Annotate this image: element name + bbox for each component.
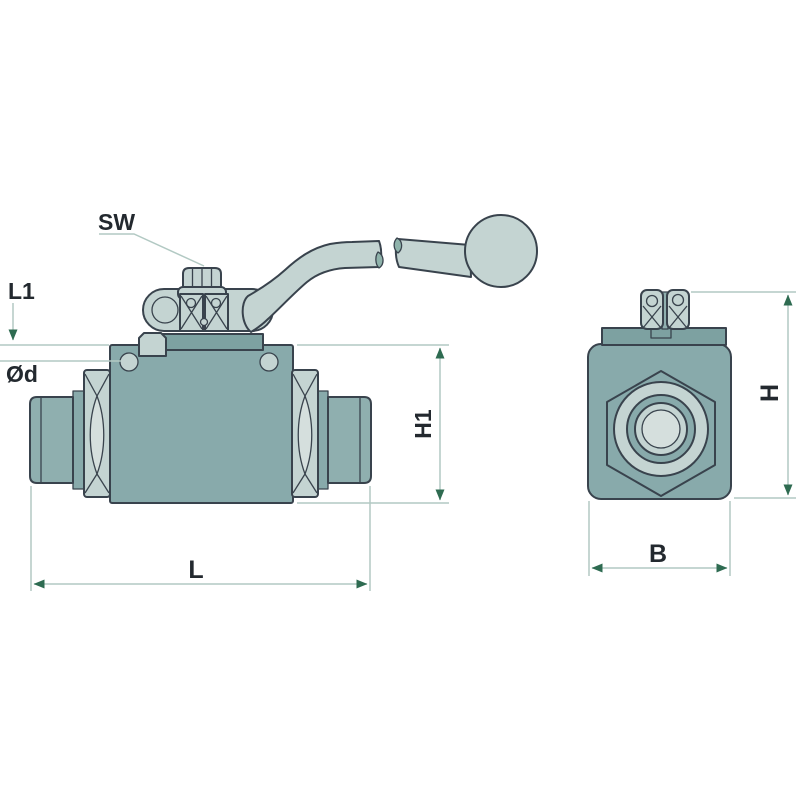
- port-right-facet-lines: [292, 373, 318, 494]
- stem-pin: [199, 317, 209, 327]
- lever-arm: [241, 240, 383, 333]
- label-l: L: [188, 556, 203, 584]
- port-left-thread: [29, 396, 74, 484]
- port-right: [291, 369, 372, 498]
- front-view: H B: [587, 289, 796, 576]
- pivot-circle: [151, 296, 179, 324]
- label-h1: H1: [410, 409, 436, 439]
- clamp-left-front: [640, 289, 664, 330]
- spring-washer-left: [179, 293, 204, 332]
- spring-washer-right: [204, 293, 229, 332]
- label-l1: L1: [8, 278, 35, 304]
- lever-break-left: [375, 251, 384, 269]
- lever-rod: [394, 238, 472, 278]
- label-od: Ød: [6, 361, 38, 387]
- stop-block: [138, 332, 167, 357]
- port-bore: [641, 409, 681, 449]
- mounting-hole-left: [119, 352, 139, 372]
- mounting-hole-right: [259, 352, 279, 372]
- label-b: B: [649, 540, 667, 568]
- ball-knob: [464, 214, 538, 288]
- port-right-thread: [327, 396, 372, 484]
- port-left: [29, 369, 111, 498]
- front-view-dimensions: [588, 291, 796, 576]
- label-h: H: [756, 384, 784, 402]
- side-view-dimensions: [0, 233, 449, 591]
- label-sw: SW: [98, 209, 135, 235]
- stem-nut-facets: [191, 269, 213, 289]
- port-left-facet-lines: [84, 373, 110, 494]
- leader-sw: [99, 233, 205, 267]
- clamp-right-front: [666, 289, 690, 330]
- lever-break-right: [393, 237, 403, 254]
- side-view: SW L1 Ød H1 L: [0, 209, 538, 591]
- port-left-washer: [72, 390, 85, 490]
